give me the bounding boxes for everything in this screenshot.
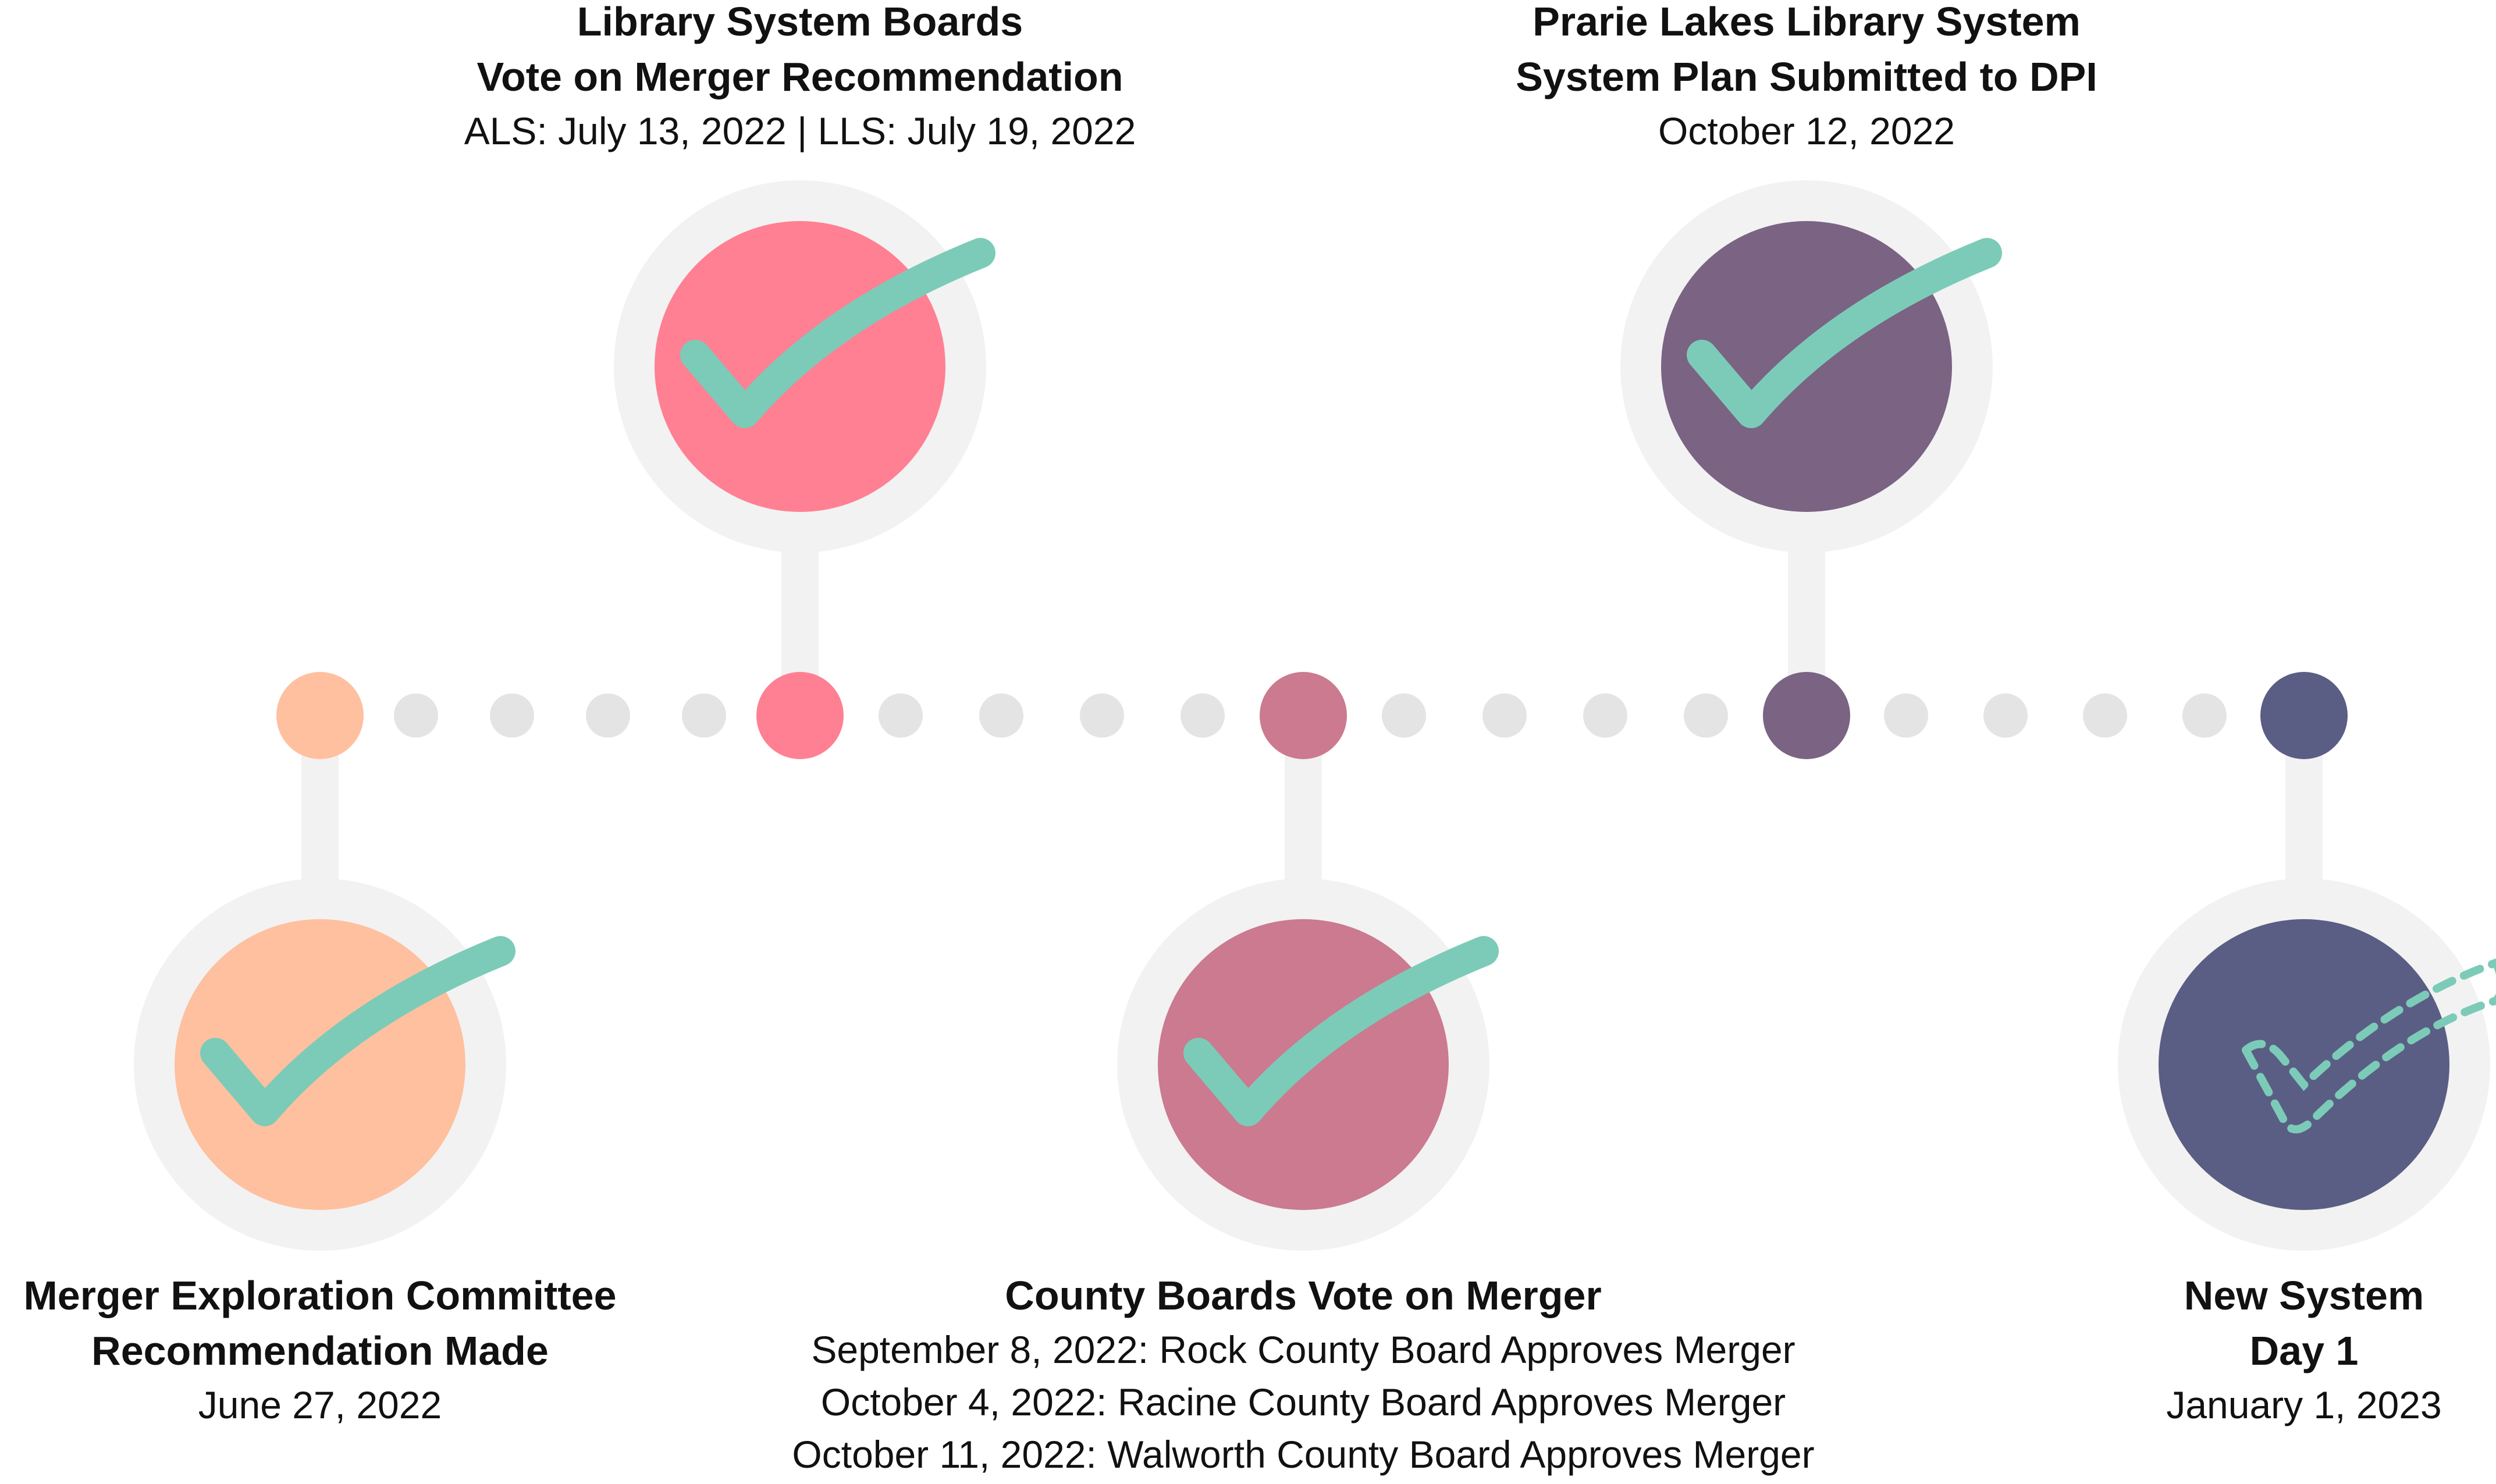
milestone-title: Recommendation Made [91, 1328, 549, 1373]
track-dot [394, 693, 438, 738]
milestone-title: County Boards Vote on Merger [1005, 1273, 1602, 1318]
checkmark-icon [1183, 936, 1499, 1126]
milestone-circle [2159, 919, 2449, 1210]
milestone-title: System Plan Submitted to DPI [1516, 54, 2097, 99]
track-dot [1482, 693, 1527, 738]
pending-check-outline-icon [2241, 958, 2496, 1134]
checkmark-icon [680, 238, 995, 428]
track-dot [2182, 693, 2227, 738]
track-dot [979, 693, 1023, 738]
track-dot [682, 693, 726, 738]
milestone-title: Library System Boards [577, 0, 1023, 44]
track-dot [2083, 693, 2127, 738]
track-dot [1382, 693, 1426, 738]
milestone-date: January 1, 2023 [2166, 1383, 2442, 1426]
track-dot [1983, 693, 2028, 738]
track-dot [1684, 693, 1728, 738]
milestone-dot [1260, 672, 1347, 759]
milestone-title: Prarie Lakes Library System [1533, 0, 2081, 44]
milestone-dot [1763, 672, 1850, 759]
milestone-date: June 27, 2022 [198, 1383, 442, 1426]
track-dot [1080, 693, 1124, 738]
milestone-date: October 4, 2022: Racine County Board App… [820, 1380, 1786, 1423]
track-dot [490, 693, 534, 738]
track-dot [586, 693, 630, 738]
milestone-dot [2260, 672, 2348, 759]
milestone-date: September 8, 2022: Rock County Board App… [811, 1328, 1795, 1371]
milestone-date: ALS: July 13, 2022 | LLS: July 19, 2022 [464, 109, 1136, 152]
milestone-dot [276, 672, 364, 759]
milestone-title: Vote on Merger Recommendation [477, 54, 1123, 99]
track-dot [879, 693, 923, 738]
track-dot [1884, 693, 1928, 738]
milestone-title: Day 1 [2249, 1328, 2359, 1373]
checkmark-icon [1687, 238, 2002, 428]
track-dot [1583, 693, 1627, 738]
track-dot [1181, 693, 1225, 738]
milestone-dot [756, 672, 844, 759]
milestone-date: October 11, 2022: Walworth County Board … [792, 1433, 1815, 1476]
checkmark-icon [200, 936, 515, 1126]
milestone-title: New System [2184, 1273, 2424, 1318]
milestone-date: October 12, 2022 [1658, 109, 1955, 152]
milestone-title: Merger Exploration Committee [23, 1273, 617, 1318]
